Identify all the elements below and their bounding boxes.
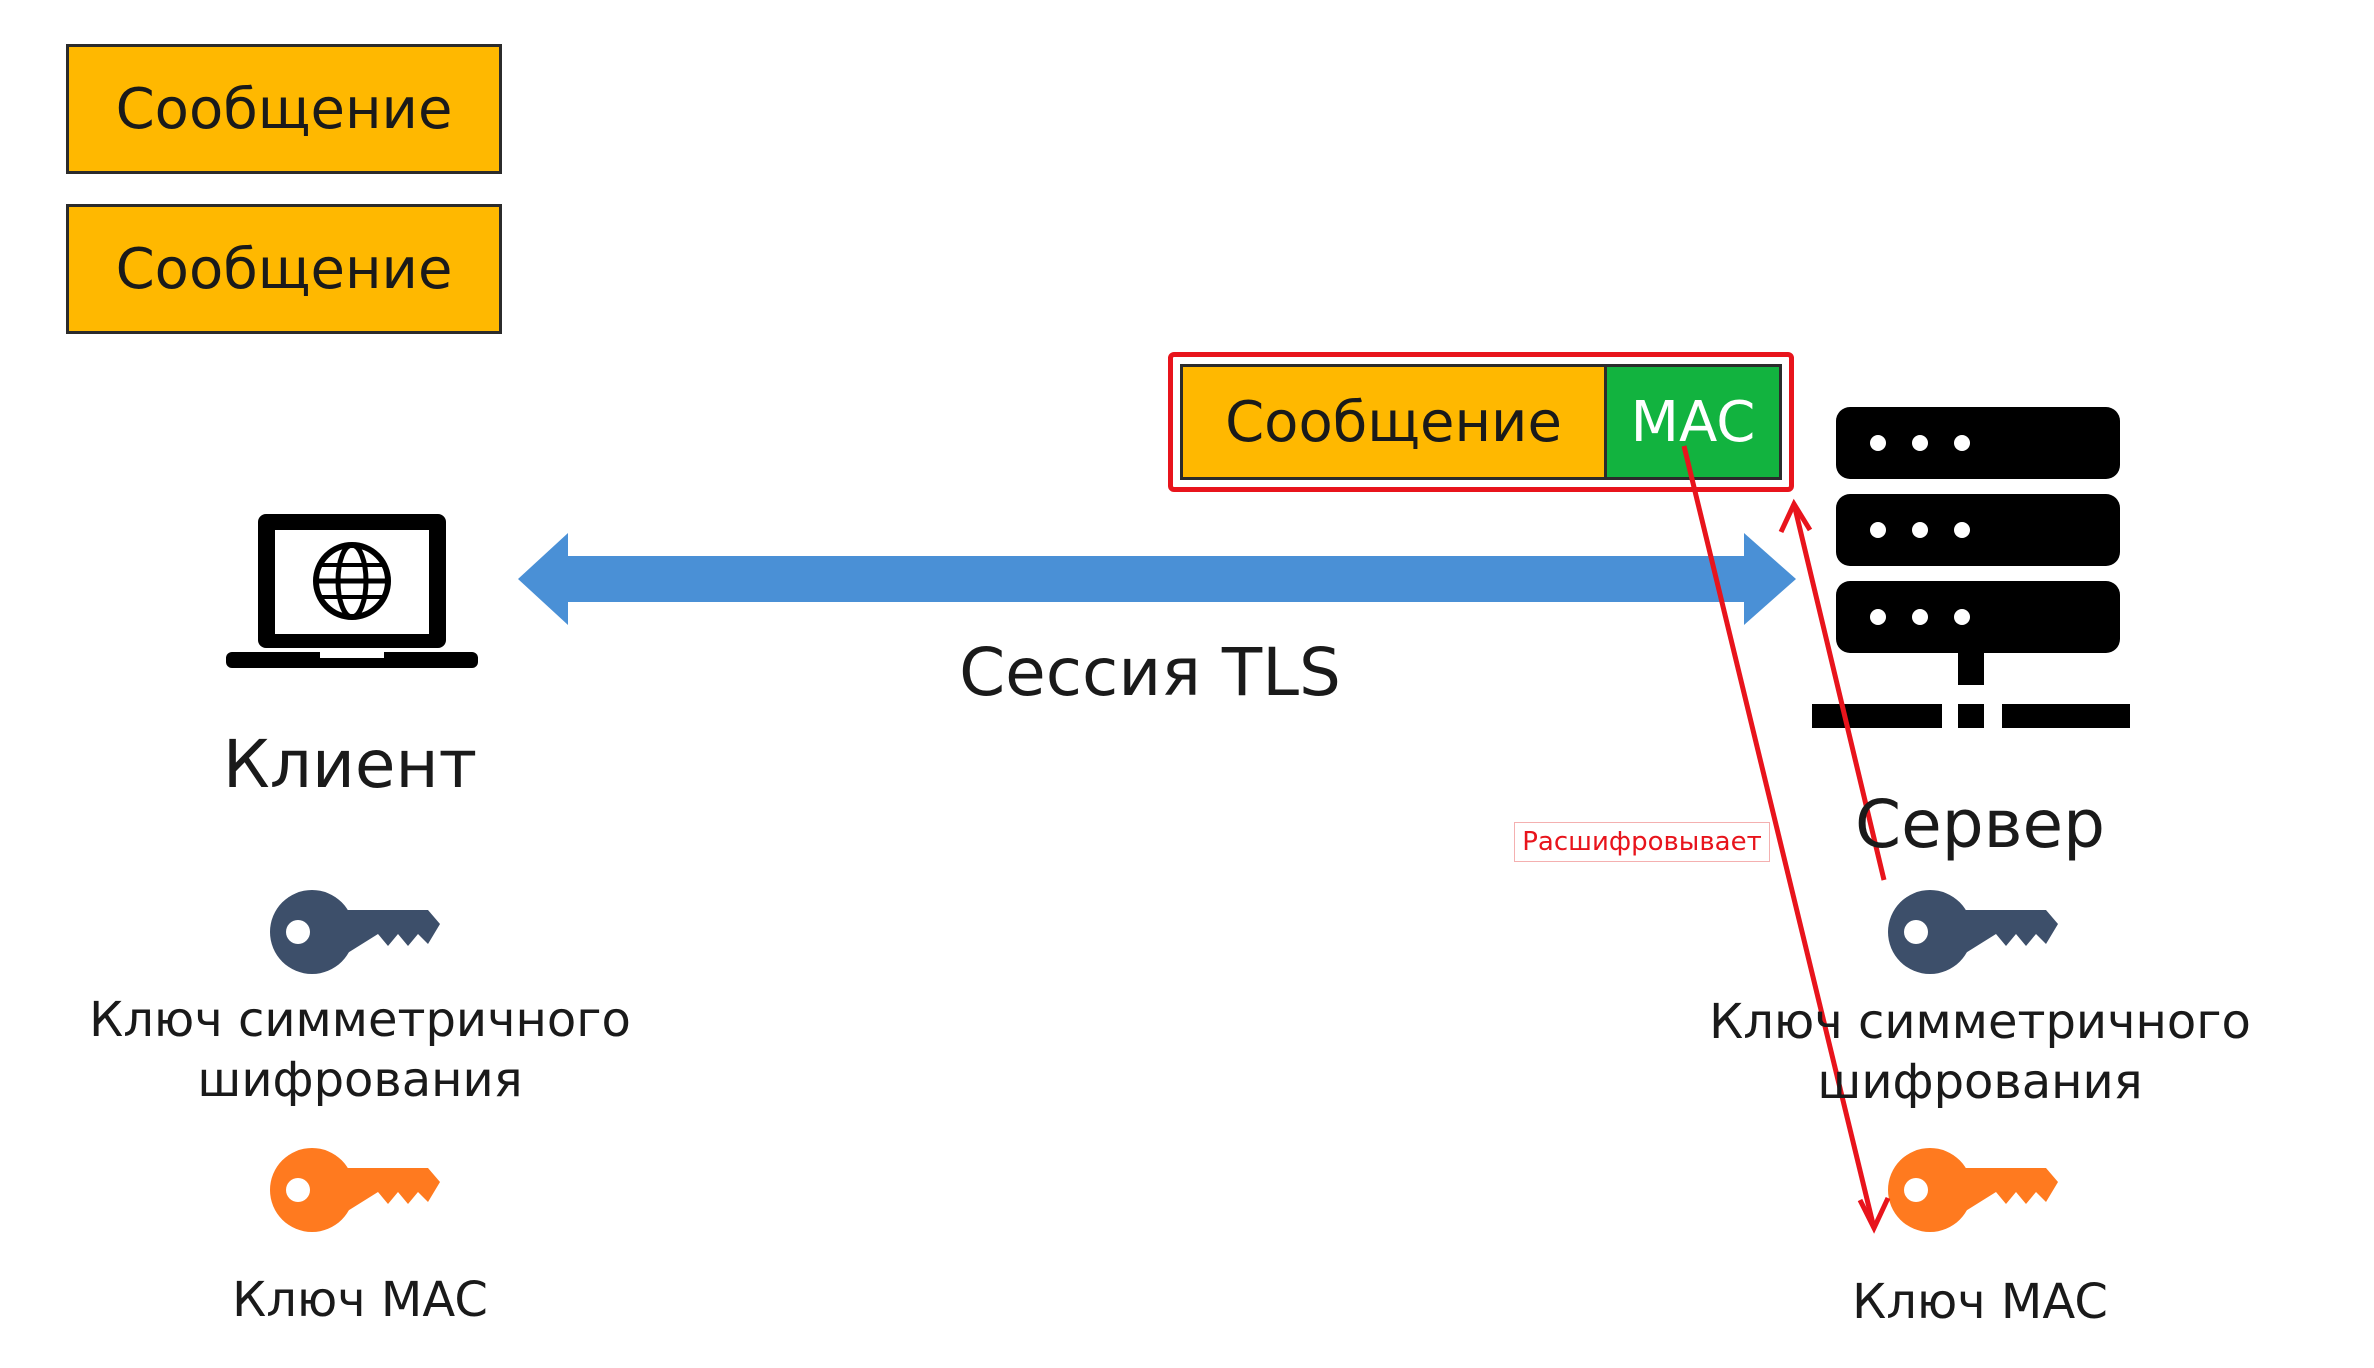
- server-mac-key-label: Ключ MAC: [1852, 1274, 2108, 1330]
- message-mac-packet: Сообщение MAC: [1168, 352, 1794, 492]
- session-label: Сессия TLS: [959, 634, 1341, 711]
- packet-message: Сообщение: [1180, 364, 1607, 480]
- packet-mac: MAC: [1607, 364, 1782, 480]
- server-sym-key-label: Ключ симметричного шифрования: [1709, 994, 2251, 1110]
- laptop-globe-icon: [226, 514, 478, 668]
- packet-message-label: Сообщение: [1225, 389, 1562, 455]
- server-mac-key-icon: [1888, 1148, 2058, 1232]
- session-double-arrow: [518, 533, 1796, 625]
- message-box-2-label: Сообщение: [115, 236, 453, 302]
- message-box-2: Сообщение: [66, 204, 502, 334]
- decrypt-annotation-label: Расшифровывает: [1522, 827, 1762, 857]
- client-label: Клиент: [222, 726, 478, 803]
- message-box-1: Сообщение: [66, 44, 502, 174]
- message-box-1-label: Сообщение: [115, 76, 453, 142]
- server-rack-icon: [1812, 407, 2130, 728]
- decrypt-annotation: Расшифровывает: [1514, 822, 1770, 862]
- decrypt-arrow-up: [1778, 498, 1887, 881]
- packet-mac-label: MAC: [1630, 389, 1756, 455]
- client-mac-key-icon: [270, 1148, 440, 1232]
- server-label: Сервер: [1855, 786, 2105, 863]
- server-sym-key-icon: [1888, 890, 2058, 974]
- client-mac-key-label: Ключ MAC: [232, 1272, 488, 1328]
- client-sym-key-label: Ключ симметричного шифрования: [89, 992, 631, 1108]
- client-sym-key-icon: [270, 890, 440, 974]
- mac-check-arrow-down: [1681, 445, 1891, 1234]
